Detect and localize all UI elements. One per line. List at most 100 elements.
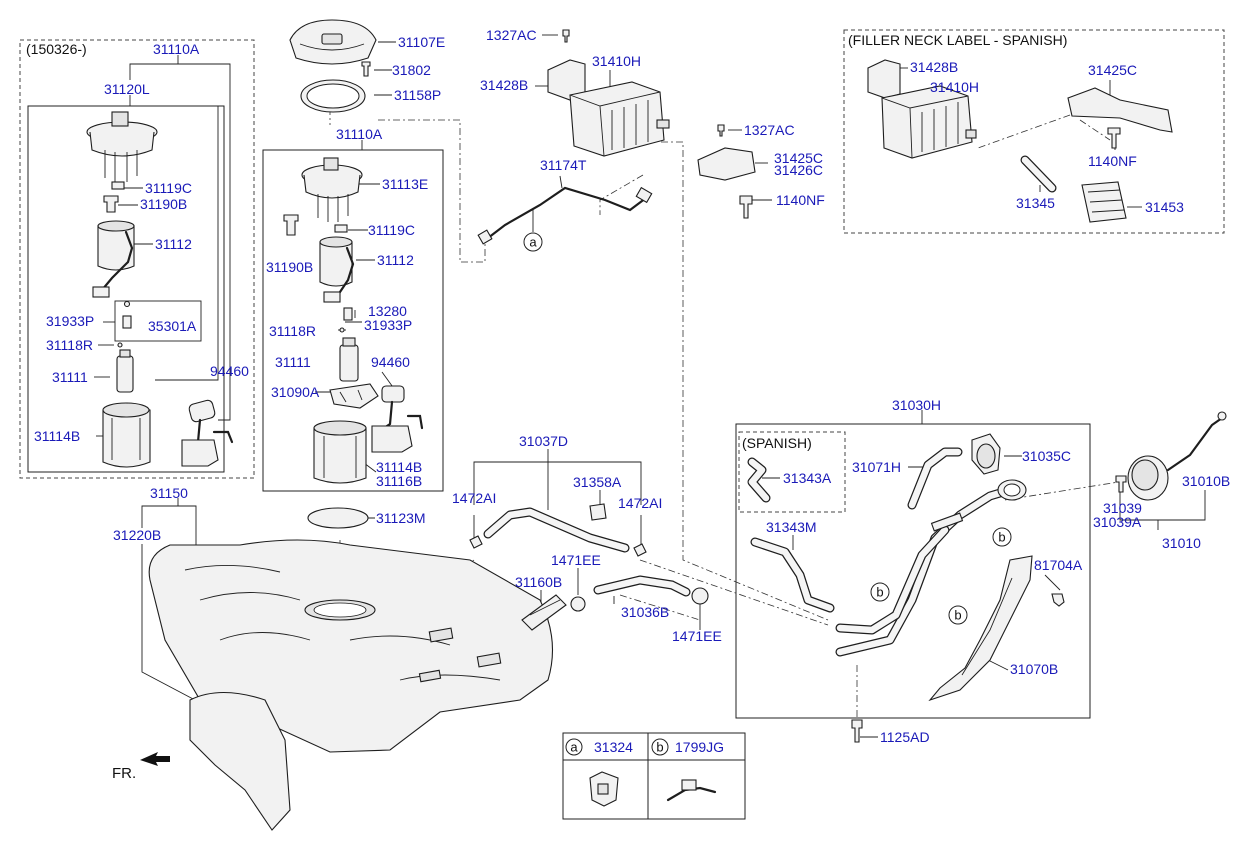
cap-31358a [589,503,607,521]
svg-text:b: b [954,608,961,623]
legend-clip-31324-icon [589,771,619,807]
part-labels: (150326-) 31110A 31120L 31119C 31190B 31… [26,27,1230,782]
label-31119c-a: 31119C [145,180,192,196]
filler-protector-31070b [928,555,1033,702]
circle-ref-b-3: b [948,605,968,625]
label-31933p-a: 31933P [46,313,94,329]
label-94460-b: 94460 [371,354,410,370]
pressure-regulator-right [343,307,353,321]
label-31343m: 31343M [766,519,817,535]
pump-reservoir-left [102,402,151,468]
label-31802: 31802 [392,62,431,78]
label-31160b: 31160B [515,574,562,590]
leader-lines [94,34,1206,738]
spanish-hose-31343a [747,457,771,503]
fuel-cap-31010 [1127,411,1227,501]
nut-1327ac-b [717,124,725,137]
svg-text:a: a [529,235,537,250]
legend-part-1799jg: 1799JG [675,739,724,755]
label-1472ai-b: 1472AI [618,495,662,511]
label-31158p: 31158P [394,87,441,103]
label-31358a: 31358A [573,474,622,490]
hose-31160b [521,594,567,631]
label-spanish: (SPANISH) [742,435,812,451]
filter-31453 [1081,181,1127,223]
label-31071h: 31071H [852,459,901,475]
label-31114b-a: 31114B [34,428,80,444]
label-1472ai-a: 1472AI [452,490,496,506]
label-1327ac-b: 1327AC [744,122,795,138]
charcoal-canister-a [569,81,670,157]
filler-neck-assembly-box [735,423,1091,719]
label-31425c-b: 31425C [1088,62,1137,78]
label-31174t: 31174T [540,157,587,173]
label-31426c: 31426C [774,162,823,178]
clamp-1471ee-a [570,596,586,612]
label-94460-a: 94460 [210,363,249,379]
bolt-1140nf-b [1107,127,1121,149]
hose-31345 [1020,155,1057,193]
circle-ref-b-1: b [992,527,1012,547]
vent-hose-31037d [483,507,630,553]
label-31039a: 31039A [1093,514,1142,530]
label-31111-a: 31111 [52,369,88,385]
legend-circle-b: b [651,738,669,756]
label-31123m: 31123M [376,510,426,526]
label-81704a: 81704A [1034,557,1083,573]
fuel-level-sender-left [181,399,234,467]
label-31107e: 31107E [398,34,445,50]
clamp-1471ee-b [691,587,709,605]
label-31113e: 31113E [382,176,428,192]
label-1471ee-b: 1471EE [672,628,722,644]
label-31220b: 31220B [113,527,161,543]
clip-1472ai-b [633,543,647,557]
filler-hose-31036b [593,575,691,597]
retainer-ring-left [117,342,123,348]
heat-shield-31220b [189,692,291,831]
pump-cover-plate [289,19,377,65]
label-1140nf-a: 1140NF [776,192,825,208]
vapor-hose-31174t [477,186,653,245]
legend-part-31324: 31324 [594,739,633,755]
fuel-level-sender-right [371,385,424,453]
legend-cable-tie-1799jg-icon [666,779,717,802]
label-31410h-a: 31410H [592,53,641,69]
label-31110a-a: 31110A [153,41,200,57]
label-31010: 31010 [1162,535,1201,551]
bolt-1125ad [851,719,863,743]
bolt-1140nf-a [739,195,753,219]
grommet-81704a [1051,593,1065,607]
label-31190b-b: 31190B [266,259,313,275]
svg-text:b: b [998,530,1005,545]
spanish-hose-box [738,431,846,513]
bracket-31425c-b [1067,87,1173,133]
label-31428b-a: 31428B [480,77,528,93]
gasket-ring-31158p [300,79,366,113]
label-1125ad: 1125AD [880,729,930,745]
label-31114b-b: 31114B [376,459,422,475]
label-31453: 31453 [1145,199,1184,215]
filler-neck-pipe [835,479,1027,657]
label-31118r-a: 31118R [46,337,93,353]
pump-assembly-box-right [262,149,444,492]
label-31120l: 31120L [104,81,150,97]
pressure-regulator-left [122,300,132,329]
bracket-31425c-a [697,147,756,181]
label-31150: 31150 [150,485,188,501]
cap-housing-31035c [971,433,1001,475]
label-fr: FR. [112,765,136,782]
fuel-pump-flange-right [301,157,363,222]
hose-31071h [907,447,963,510]
label-150326: (150326-) [26,41,87,57]
label-31345: 31345 [1016,195,1055,211]
legend-box [562,732,746,820]
label-31410h-b: 31410H [930,79,979,95]
clip-1472ai-a [469,535,483,549]
charcoal-canister-b [881,85,977,159]
nut-1327ac-a [562,29,570,43]
o-ring-right [334,224,348,233]
label-31118r-b: 31118R [269,323,316,339]
pump-assembly-box-left [27,105,225,473]
label-31425c-a: 31425C [774,150,823,166]
fuel-filter-right [319,236,355,303]
